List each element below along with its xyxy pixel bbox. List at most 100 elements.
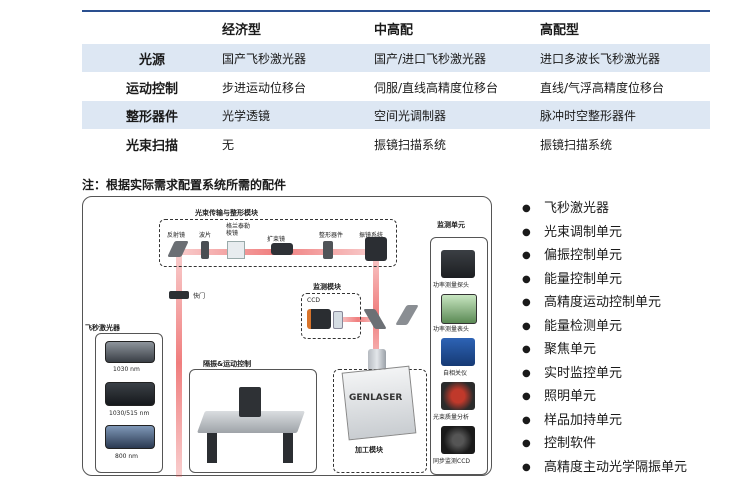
list-item-label: 控制软件 <box>544 435 596 459</box>
table-cell: 伺服/直线高精度位移台 <box>374 79 540 96</box>
monitor-item-label: 功率测量表头 <box>433 324 469 333</box>
beam-expander-icon <box>271 243 293 255</box>
monitor-item-label: 功率测量探头 <box>433 280 469 289</box>
ccd-label: CCD <box>307 297 320 304</box>
monitor-unit-title: 监测单元 <box>437 220 465 230</box>
monitor-item-label: 同步监测CCD <box>433 456 470 465</box>
expander-label: 扩束镜 <box>267 234 285 243</box>
bullet-icon: ● <box>522 224 544 248</box>
table-cell: 振镜扫描系统 <box>374 136 540 153</box>
list-item: ●能量检测单元 <box>522 318 687 342</box>
power-probe-icon <box>441 250 475 278</box>
monitor-item-label: 自相关仪 <box>443 368 467 377</box>
laser-section-title: 飞秒激光器 <box>85 323 120 333</box>
row-label: 光束扫描 <box>82 135 222 154</box>
list-item-label: 能量检测单元 <box>544 318 622 342</box>
motion-stage-icon <box>239 387 261 417</box>
glan-label: 格兰泰勒棱镜 <box>226 223 250 237</box>
isolation-title: 隔振&运动控制 <box>203 359 251 369</box>
list-item-label: 实时监控单元 <box>544 365 622 389</box>
list-item: ●高精度主动光学隔振单元 <box>522 459 687 482</box>
laser-label-1030: 1030 nm <box>113 366 140 373</box>
row-label: 整形器件 <box>82 106 222 125</box>
table-row: 光源 国产飞秒激光器 国产/进口飞秒激光器 进口多波长飞秒激光器 <box>82 44 710 72</box>
list-item: ●偏振控制单元 <box>522 247 687 271</box>
processing-machine-icon <box>342 366 417 441</box>
system-diagram: 光束传输与整形模块 反射镜 波片 格兰泰勒棱镜 扩束镜 整形器件 振镜系统 快门… <box>82 196 492 476</box>
table-cell: 空间光调制器 <box>374 107 540 124</box>
bullet-icon: ● <box>522 435 544 459</box>
component-list: ●飞秒激光器 ●光束调制单元 ●偏振控制单元 ●能量控制单元 ●高精度运动控制单… <box>522 200 687 482</box>
bullet-icon: ● <box>522 318 544 342</box>
list-item: ●聚焦单元 <box>522 341 687 365</box>
laser-1030-icon <box>105 341 155 363</box>
table-header-row: 经济型 中高配 高配型 <box>82 12 710 44</box>
table-cell: 光学透镜 <box>222 107 374 124</box>
shaper-icon <box>323 241 333 259</box>
list-item-label: 高精度主动光学隔振单元 <box>544 459 687 482</box>
row-label: 光源 <box>82 49 222 68</box>
bullet-icon: ● <box>522 459 544 482</box>
row-label: 运动控制 <box>82 78 222 97</box>
table-row: 光束扫描 无 振镜扫描系统 振镜扫描系统 <box>82 129 710 158</box>
table-leg-left <box>207 433 217 463</box>
shutter-icon <box>169 291 189 299</box>
monitor-item-label: 光束质量分析 <box>433 412 469 421</box>
waveplate-icon <box>201 241 209 259</box>
config-table: 经济型 中高配 高配型 光源 国产飞秒激光器 国产/进口飞秒激光器 进口多波长飞… <box>82 10 710 158</box>
table-cell: 直线/气浮高精度位移台 <box>540 79 710 96</box>
beam-vertical-main <box>176 249 182 477</box>
table-cell: 国产飞秒激光器 <box>222 50 374 67</box>
list-item-label: 照明单元 <box>544 388 596 412</box>
laser-label-800: 800 nm <box>115 453 138 460</box>
list-item-label: 偏振控制单元 <box>544 247 622 271</box>
laser-label-1030-515: 1030/515 nm <box>109 410 149 417</box>
beam-profiler-icon <box>441 382 475 410</box>
bullet-icon: ● <box>522 247 544 271</box>
table-row: 运动控制 步进运动位移台 伺服/直线高精度位移台 直线/气浮高精度位移台 <box>82 72 710 101</box>
power-meter-icon <box>441 294 477 324</box>
config-note: 注：根据实际需求配置系统所需的配件 <box>82 176 286 193</box>
header-economy: 经济型 <box>222 19 374 38</box>
sync-ccd-icon <box>441 426 475 454</box>
waveplate-label: 波片 <box>199 230 211 239</box>
autocorrelator-icon <box>441 338 475 366</box>
list-item-label: 聚焦单元 <box>544 341 596 365</box>
header-high: 高配型 <box>540 19 710 38</box>
bullet-icon: ● <box>522 200 544 224</box>
monitor-unit-panel: 功率测量探头 功率测量表头 自相关仪 光束质量分析 同步监测CCD <box>430 237 488 475</box>
list-item: ●实时监控单元 <box>522 365 687 389</box>
bullet-icon: ● <box>522 412 544 436</box>
table-cell: 振镜扫描系统 <box>540 136 710 153</box>
table-cell: 国产/进口飞秒激光器 <box>374 50 540 67</box>
bullet-icon: ● <box>522 294 544 318</box>
shutter-label: 快门 <box>193 291 205 300</box>
processing-title: 加工模块 <box>355 445 383 455</box>
list-item: ●控制软件 <box>522 435 687 459</box>
table-leg-right <box>283 433 293 463</box>
list-item: ●照明单元 <box>522 388 687 412</box>
list-item-label: 能量控制单元 <box>544 271 622 295</box>
table-row: 整形器件 光学透镜 空间光调制器 脉冲时空整形器件 <box>82 101 710 129</box>
bullet-icon: ● <box>522 341 544 365</box>
glan-prism-icon <box>227 241 245 259</box>
list-item: ●高精度运动控制单元 <box>522 294 687 318</box>
beam-module-title: 光束传输与整形模块 <box>195 208 258 218</box>
list-item: ●飞秒激光器 <box>522 200 687 224</box>
table-cell: 步进运动位移台 <box>222 79 374 96</box>
monitor-lens-icon <box>333 311 343 329</box>
bullet-icon: ● <box>522 365 544 389</box>
list-item-label: 飞秒激光器 <box>544 200 609 224</box>
table-cell: 无 <box>222 136 374 153</box>
list-item: ●能量控制单元 <box>522 271 687 295</box>
monitor-module-title: 监测模块 <box>313 282 341 292</box>
header-mid: 中高配 <box>374 19 540 38</box>
table-cell: 脉冲时空整形器件 <box>540 107 710 124</box>
bullet-icon: ● <box>522 271 544 295</box>
galvo-icon <box>365 237 387 261</box>
laser-1030-515-icon <box>105 382 155 406</box>
reflector-label: 反射镜 <box>167 230 185 239</box>
shaper-label: 整形器件 <box>319 230 343 239</box>
list-item-label: 样品加持单元 <box>544 412 622 436</box>
list-item-label: 高精度运动控制单元 <box>544 294 661 318</box>
